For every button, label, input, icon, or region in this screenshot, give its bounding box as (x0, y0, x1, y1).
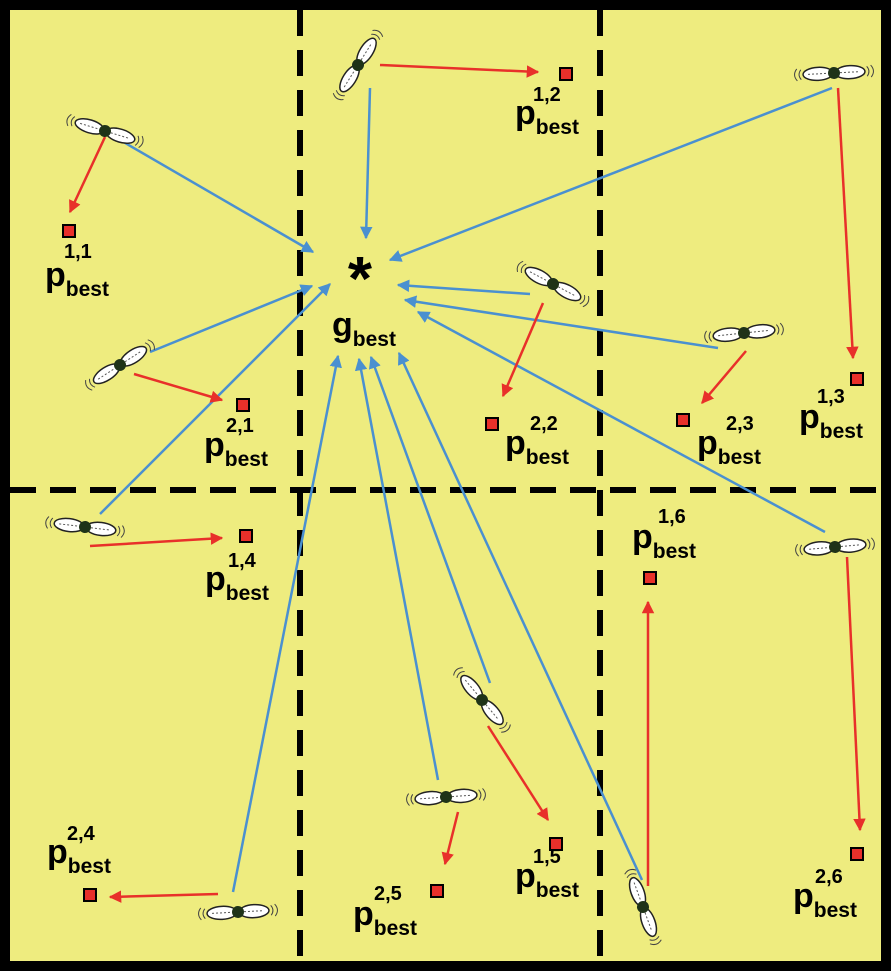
personal-arrow (845, 556, 866, 832)
personal-best-marker (62, 224, 76, 238)
pbest-sup: 2,5 (374, 883, 402, 905)
pbest-label: pbest (47, 833, 111, 878)
personal-best-marker (643, 571, 657, 585)
personal-arrow (68, 136, 107, 214)
arrows-to-global-best (99, 86, 833, 893)
pbest-sup: 1,4 (228, 550, 257, 572)
global-arrow (231, 354, 342, 893)
pbest-sup: 1,1 (64, 241, 92, 263)
pbest-label: pbest (353, 895, 417, 940)
personal-arrow (89, 532, 224, 548)
personal-arrow (701, 350, 747, 404)
global-arrow (397, 351, 644, 881)
pbest-label: pbest (204, 426, 268, 471)
personal-best-labels: pbest 1,1 pbest 1,2 pbest 1,3 pbest 2,1 … (45, 84, 863, 940)
pbest-label: pbest (697, 424, 761, 469)
personal-best-marker (83, 888, 97, 902)
global-arrow (403, 295, 719, 350)
pbest-label: pbest (515, 94, 579, 139)
personal-best-markers (62, 67, 864, 902)
arrows-to-personal-best (68, 63, 866, 903)
pbest-sup: 1,5 (533, 846, 561, 868)
personal-arrow (836, 87, 859, 360)
global-best-star-icon: * (348, 245, 373, 314)
personal-best-marker (850, 372, 864, 386)
global-arrow (368, 355, 492, 684)
global-arrow (416, 310, 826, 534)
global-best-name: g (332, 306, 353, 344)
personal-arrow (486, 725, 550, 822)
global-best: * gbest (332, 245, 396, 351)
global-arrow (149, 284, 314, 354)
global-arrow (107, 131, 315, 254)
global-best-sub: best (353, 328, 396, 351)
pbest-label: pbest (799, 398, 863, 443)
pbest-sup: 1,2 (533, 84, 561, 106)
personal-arrow (379, 63, 540, 78)
personal-best-marker (430, 884, 444, 898)
pbest-label: pbest (793, 877, 857, 922)
global-arrow (396, 279, 531, 296)
personal-best-marker (559, 67, 573, 81)
pbest-sup: 1,6 (658, 506, 686, 528)
pbest-sup: 1,3 (817, 386, 845, 408)
personal-best-marker (485, 417, 499, 431)
personal-best-marker (236, 398, 250, 412)
personal-arrow (501, 302, 545, 398)
pbest-sup: 2,6 (815, 866, 843, 888)
global-arrow (354, 357, 440, 781)
personal-arrow (441, 811, 460, 866)
personal-arrow (108, 890, 219, 903)
pbest-sup: 2,2 (530, 413, 558, 435)
global-arrow (388, 86, 833, 262)
pbest-label: pbest (205, 560, 269, 605)
global-arrow (360, 87, 373, 240)
global-best-label: gbest (332, 306, 396, 351)
personal-best-marker (676, 413, 690, 427)
personal-arrow (133, 372, 224, 403)
pbest-label: pbest (515, 857, 579, 902)
personal-best-marker (549, 837, 563, 851)
pbest-label: pbest (45, 256, 109, 301)
pbest-sup: 2,3 (726, 413, 754, 435)
personal-best-marker (239, 529, 253, 543)
pbest-label: pbest (505, 424, 569, 469)
personal-best-marker (850, 847, 864, 861)
pbest-label: pbest (632, 518, 696, 563)
pbest-sup: 2,1 (226, 415, 254, 437)
pbest-sup: 2,4 (67, 823, 96, 845)
